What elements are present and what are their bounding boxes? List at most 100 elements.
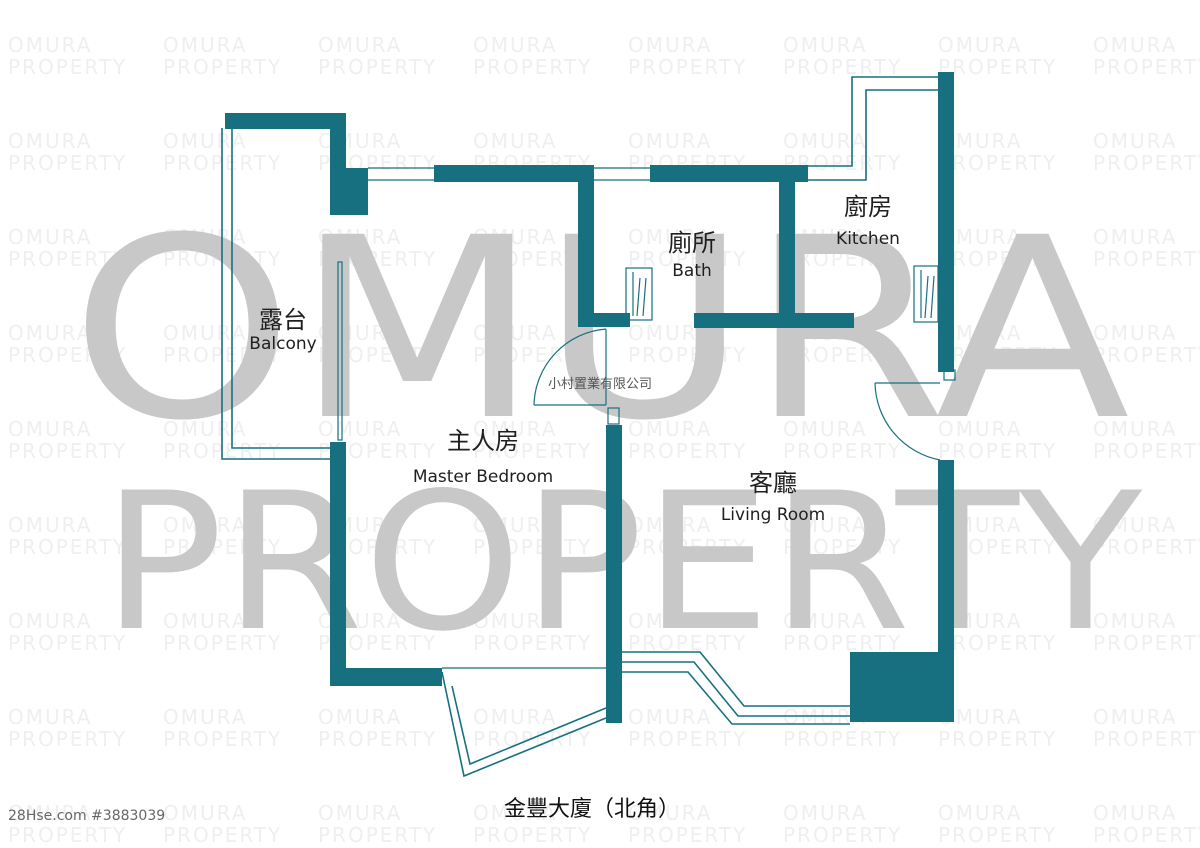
watermark-tile-text: OMURA bbox=[163, 609, 247, 633]
watermark-tile-text: OMURA bbox=[783, 33, 867, 57]
watermark-tile-text: PROPERTY bbox=[1093, 343, 1200, 367]
watermark-tile-text: OMURA bbox=[783, 609, 867, 633]
watermark-tile-text: PROPERTY bbox=[1093, 535, 1200, 559]
watermark-tile-text: PROPERTY bbox=[628, 631, 747, 655]
watermark-tile-text: PROPERTY bbox=[163, 535, 282, 559]
walls bbox=[225, 72, 954, 723]
watermark-tile-text: PROPERTY bbox=[1093, 55, 1200, 79]
watermark-tile-text: PROPERTY bbox=[783, 55, 902, 79]
watermark-tile-text: OMURA bbox=[628, 609, 712, 633]
watermark-tile-text: PROPERTY bbox=[8, 439, 127, 463]
watermark-tile-text: PROPERTY bbox=[8, 823, 127, 847]
watermark-tile-text: OMURA bbox=[318, 705, 402, 729]
watermark-tile-text: OMURA bbox=[318, 225, 402, 249]
watermark-tile-text: PROPERTY bbox=[473, 535, 592, 559]
watermark-tile-text: OMURA bbox=[8, 129, 92, 153]
watermark-tile-text: PROPERTY bbox=[1093, 247, 1200, 271]
watermark-tile-text: PROPERTY bbox=[318, 727, 437, 751]
watermark-tile-text: OMURA bbox=[473, 609, 557, 633]
watermark-tile-text: PROPERTY bbox=[8, 55, 127, 79]
watermark-tile-text: OMURA bbox=[8, 705, 92, 729]
watermark-tile-text: PROPERTY bbox=[628, 535, 747, 559]
watermark-tile-text: OMURA bbox=[8, 225, 92, 249]
watermark-tile-text: PROPERTY bbox=[163, 631, 282, 655]
watermark-tile-text: PROPERTY bbox=[938, 55, 1057, 79]
master-bedroom-label-zh: 主人房 bbox=[447, 427, 519, 455]
watermark-tile-text: PROPERTY bbox=[1093, 439, 1200, 463]
watermark-tile-text: OMURA bbox=[628, 129, 712, 153]
watermark-tile-text: PROPERTY bbox=[318, 55, 437, 79]
watermark-tile-text: PROPERTY bbox=[8, 727, 127, 751]
doors bbox=[533, 328, 956, 461]
balcony-label-en: Balcony bbox=[249, 334, 316, 354]
watermark-tile-text: OMURA bbox=[473, 129, 557, 153]
watermark-tile-text: PROPERTY bbox=[628, 55, 747, 79]
watermark-tile-text: OMURA bbox=[163, 513, 247, 537]
watermark-tile-text: PROPERTY bbox=[1093, 631, 1200, 655]
watermark-tile-text: PROPERTY bbox=[1093, 151, 1200, 175]
watermark-tile-text: OMURA bbox=[473, 417, 557, 441]
watermark-tile-text: OMURA bbox=[628, 225, 712, 249]
watermark-tile-text: OMURA bbox=[473, 705, 557, 729]
bath-fixture-icon bbox=[625, 267, 653, 321]
watermark-tile-text: PROPERTY bbox=[628, 823, 747, 847]
watermark-tile-text: OMURA bbox=[8, 609, 92, 633]
watermark-tile-text: OMURA bbox=[783, 417, 867, 441]
watermark-tile-text: OMURA bbox=[1093, 321, 1177, 345]
listing-reference: 28Hse.com #3883039 bbox=[8, 808, 165, 824]
watermark-tile-text: PROPERTY bbox=[8, 535, 127, 559]
watermark-tiles: OMURAPROPERTYOMURAPROPERTYOMURAPROPERTYO… bbox=[8, 33, 1200, 847]
bottom-windows bbox=[441, 651, 850, 778]
watermark-tile-text: PROPERTY bbox=[938, 631, 1057, 655]
watermark-tile-text: PROPERTY bbox=[8, 343, 127, 367]
watermark-tile-text: PROPERTY bbox=[628, 439, 747, 463]
company-name: 小村置業有限公司 bbox=[548, 376, 652, 392]
top-windows bbox=[368, 76, 940, 181]
watermark-tile-text: PROPERTY bbox=[473, 823, 592, 847]
watermark-tile-text: OMURA bbox=[783, 225, 867, 249]
watermark-tile-text: OMURA bbox=[628, 417, 712, 441]
watermark-tile-text: OMURA bbox=[628, 33, 712, 57]
watermark-tile-text: OMURA bbox=[783, 513, 867, 537]
watermark-tile-text: PROPERTY bbox=[473, 631, 592, 655]
watermark-tile-text: OMURA bbox=[1093, 801, 1177, 825]
watermark-tile-text: OMURA bbox=[783, 801, 867, 825]
bath-label-en: Bath bbox=[672, 261, 712, 281]
watermark-tile-text: PROPERTY bbox=[938, 439, 1057, 463]
watermark-tile-text: OMURA bbox=[473, 321, 557, 345]
watermark-tile-text: PROPERTY bbox=[628, 343, 747, 367]
master-bedroom-label-en: Master Bedroom bbox=[413, 467, 553, 487]
watermark-tile-text: OMURA bbox=[473, 801, 557, 825]
watermark-tile-text: OMURA bbox=[163, 705, 247, 729]
watermark-tile-text: OMURA bbox=[1093, 705, 1177, 729]
watermark-tile-text: PROPERTY bbox=[473, 343, 592, 367]
watermark-tile-text: PROPERTY bbox=[628, 247, 747, 271]
watermark-tile-text: OMURA bbox=[8, 513, 92, 537]
watermark-tile-text: PROPERTY bbox=[163, 727, 282, 751]
watermark-tile-text: PROPERTY bbox=[783, 727, 902, 751]
watermark-big-line2: PROPERTY bbox=[102, 452, 1143, 673]
watermark-tile-text: PROPERTY bbox=[938, 151, 1057, 175]
watermark-tile-text: PROPERTY bbox=[938, 247, 1057, 271]
watermark-tile-text: OMURA bbox=[318, 801, 402, 825]
watermark-tile-text: PROPERTY bbox=[783, 247, 902, 271]
watermark-tile-text: OMURA bbox=[8, 33, 92, 57]
watermark-tile-text: OMURA bbox=[163, 129, 247, 153]
balcony-window bbox=[221, 128, 343, 460]
watermark-tile-text: OMURA bbox=[1093, 417, 1177, 441]
watermark-tile-text: OMURA bbox=[1093, 513, 1177, 537]
watermark-tile-text: OMURA bbox=[163, 801, 247, 825]
watermark-tile-text: PROPERTY bbox=[783, 535, 902, 559]
watermark-tile-text: OMURA bbox=[1093, 225, 1177, 249]
watermark-tile-text: OMURA bbox=[318, 321, 402, 345]
watermark-tile-text: PROPERTY bbox=[473, 247, 592, 271]
living-room-label-zh: 客廳 bbox=[749, 469, 797, 497]
balcony-label-zh: 露台 bbox=[259, 306, 307, 334]
watermark-tile-text: OMURA bbox=[628, 705, 712, 729]
watermark-tile-text: OMURA bbox=[318, 33, 402, 57]
watermark-tile-text: OMURA bbox=[8, 417, 92, 441]
watermark-tile-text: OMURA bbox=[8, 801, 92, 825]
watermark-tile-text: OMURA bbox=[628, 801, 712, 825]
living-room-label-en: Living Room bbox=[721, 505, 825, 525]
